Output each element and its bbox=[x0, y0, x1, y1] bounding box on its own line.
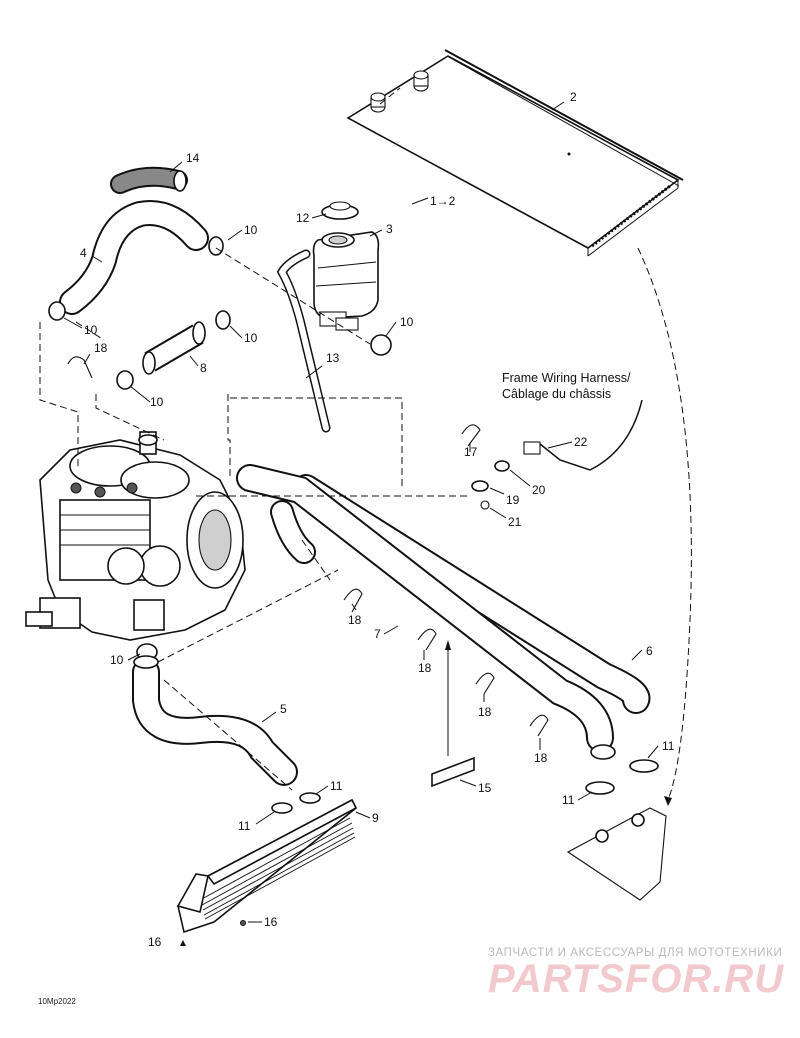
heat-exchanger bbox=[176, 792, 358, 934]
callout-10-lower: 10 bbox=[150, 395, 164, 409]
lower-hose bbox=[132, 655, 298, 786]
radiator-protector-plate bbox=[346, 49, 684, 257]
callout-19: 19 bbox=[506, 493, 520, 507]
callout-18-left: 18 bbox=[94, 341, 108, 355]
callout-10-engine: 10 bbox=[110, 653, 124, 667]
leader-lines bbox=[63, 101, 659, 923]
coolant-reservoir bbox=[312, 231, 380, 331]
callout-11-exchanger: 11 bbox=[330, 779, 343, 793]
callout-10-middle: 10 bbox=[244, 331, 258, 345]
long-hose-7 bbox=[236, 464, 616, 760]
callout-14: 14 bbox=[186, 151, 200, 165]
callout-15: 15 bbox=[478, 781, 492, 795]
reservoir-cap bbox=[321, 201, 359, 220]
callout-18-a: 18 bbox=[348, 613, 362, 627]
watermark-logo: PARTSFOR.RU bbox=[488, 957, 784, 1001]
elbow-hose bbox=[270, 500, 316, 564]
callout-18-b: 18 bbox=[418, 661, 432, 675]
harness-label-en: Frame Wiring Harness/ bbox=[502, 371, 631, 385]
callout-1-to-2: 1→2 bbox=[430, 194, 456, 208]
callout-11-right: 11 bbox=[662, 739, 675, 753]
engine bbox=[25, 431, 246, 641]
bolts bbox=[180, 920, 246, 946]
callout-10-reservoir: 10 bbox=[400, 315, 414, 329]
dashed-guides bbox=[39, 87, 692, 801]
callout-labels: 2 1→2 3 4 5 6 7 8 9 10 10 10 10 10 10 11… bbox=[80, 90, 675, 949]
short-hose bbox=[142, 321, 206, 375]
rubber-pad bbox=[431, 756, 475, 788]
callout-4: 4 bbox=[80, 246, 87, 260]
callout-5: 5 bbox=[280, 702, 287, 716]
callout-3: 3 bbox=[386, 222, 393, 236]
upper-hose bbox=[59, 200, 209, 315]
callout-16-left: 16 bbox=[148, 935, 162, 949]
arrow-down bbox=[664, 796, 672, 806]
watermark: ЗАПЧАСТИ И АКСЕССУАРЫ ДЛЯ МОТОТЕХНИКИ PA… bbox=[488, 947, 784, 1001]
callout-9: 9 bbox=[372, 811, 379, 825]
callout-2: 2 bbox=[570, 90, 577, 104]
callout-10-upper: 10 bbox=[244, 223, 258, 237]
temperature-sensor-parts bbox=[471, 399, 643, 510]
callout-18-c: 18 bbox=[478, 705, 492, 719]
callout-11-center: 11 bbox=[562, 793, 575, 807]
callout-12: 12 bbox=[296, 211, 310, 225]
callout-21: 21 bbox=[508, 515, 522, 529]
cable-ties bbox=[67, 356, 549, 737]
callout-17: 17 bbox=[464, 445, 478, 459]
chassis-outlet-plate bbox=[566, 759, 667, 901]
drawing-code: 10Mp2022 bbox=[38, 997, 76, 1006]
callout-11-left: 11 bbox=[238, 819, 251, 833]
callout-8: 8 bbox=[200, 361, 207, 375]
arrow-up bbox=[445, 640, 451, 650]
callout-13: 13 bbox=[326, 351, 340, 365]
callout-10-left: 10 bbox=[84, 323, 98, 337]
overflow-hose bbox=[276, 249, 331, 433]
callout-6: 6 bbox=[646, 644, 653, 658]
corrugated-hose bbox=[110, 166, 188, 194]
callout-20: 20 bbox=[532, 483, 546, 497]
harness-label-fr: Câblage du châssis bbox=[502, 387, 611, 401]
long-hose-6 bbox=[292, 474, 651, 714]
callout-22: 22 bbox=[574, 435, 588, 449]
callout-16-right: 16 bbox=[264, 915, 278, 929]
callout-7: 7 bbox=[374, 627, 381, 641]
callout-18-d: 18 bbox=[534, 751, 548, 765]
watermark-tagline: ЗАПЧАСТИ И АКСЕССУАРЫ ДЛЯ МОТОТЕХНИКИ bbox=[488, 947, 782, 959]
